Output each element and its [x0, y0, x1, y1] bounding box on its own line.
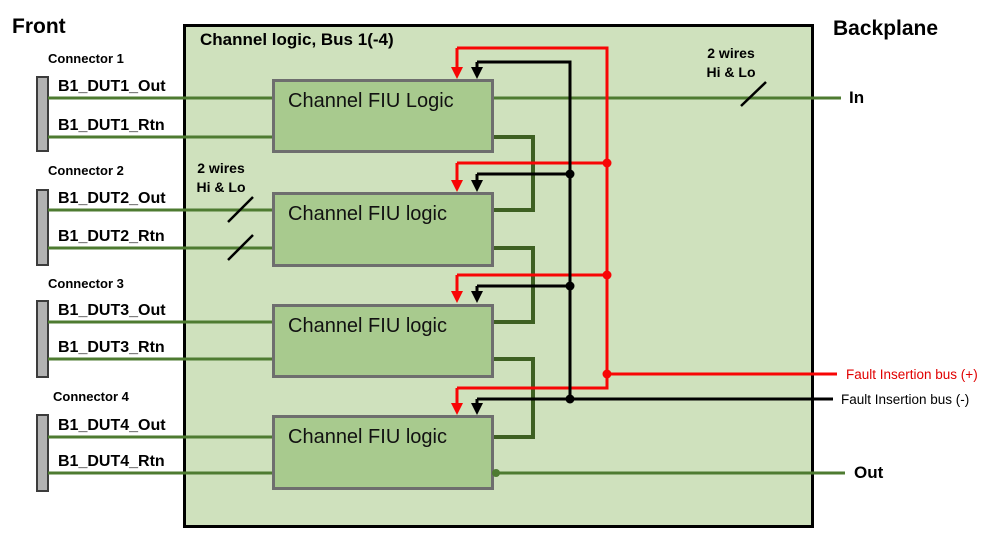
connector-1-label: Connector 1 [48, 51, 124, 66]
two-wires-back-line2: Hi & Lo [706, 64, 756, 80]
wire-label-b1-dut1-out: B1_DUT1_Out [58, 78, 166, 95]
wire-label-b1-dut3-out: B1_DUT3_Out [58, 302, 166, 319]
wire-label-b1-dut4-rtn: B1_DUT4_Rtn [58, 453, 165, 470]
two-wires-front-line2: Hi & Lo [196, 179, 246, 195]
fault-insertion-bus-plus-label: Fault Insertion bus (+) [846, 367, 978, 382]
connector-1-bar [36, 76, 49, 152]
fault-insertion-bus-minus-label: Fault Insertion bus (-) [841, 392, 970, 407]
front-title: Front [12, 15, 66, 38]
fiu-block-3: Channel FIU logic [272, 304, 494, 378]
wire-label-b1-dut1-rtn: B1_DUT1_Rtn [58, 117, 165, 134]
connector-3-label: Connector 3 [48, 276, 124, 291]
fiu-block-4: Channel FIU logic [272, 415, 494, 490]
fiu-block-2-label: Channel FIU logic [288, 203, 447, 225]
in-label: In [849, 88, 865, 107]
fiu-block-4-label: Channel FIU logic [288, 426, 447, 448]
fiu-block-1-label: Channel FIU Logic [288, 90, 454, 112]
two-wires-front-note: 2 wires Hi & Lo [189, 159, 253, 197]
two-wires-front-line1: 2 wires [197, 160, 245, 176]
two-wires-back-note: 2 wires Hi & Lo [699, 44, 763, 82]
channel-logic-box-title: Channel logic, Bus 1(-4) [200, 30, 394, 49]
connector-2-label: Connector 2 [48, 163, 124, 178]
fiu-block-3-label: Channel FIU logic [288, 315, 447, 337]
connector-3-bar [36, 300, 49, 378]
fiu-block-2: Channel FIU logic [272, 192, 494, 267]
wire-label-b1-dut2-rtn: B1_DUT2_Rtn [58, 228, 165, 245]
connector-4-bar [36, 414, 49, 492]
connector-2-bar [36, 189, 49, 266]
wire-label-b1-dut2-out: B1_DUT2_Out [58, 190, 166, 207]
out-label: Out [854, 463, 884, 482]
two-wires-back-line1: 2 wires [707, 45, 755, 61]
fiu-block-1: Channel FIU Logic [272, 79, 494, 153]
connector-4-label: Connector 4 [53, 389, 129, 404]
wire-label-b1-dut3-rtn: B1_DUT3_Rtn [58, 339, 165, 356]
wire-label-b1-dut4-out: B1_DUT4_Out [58, 417, 166, 434]
backplane-title: Backplane [833, 17, 939, 40]
